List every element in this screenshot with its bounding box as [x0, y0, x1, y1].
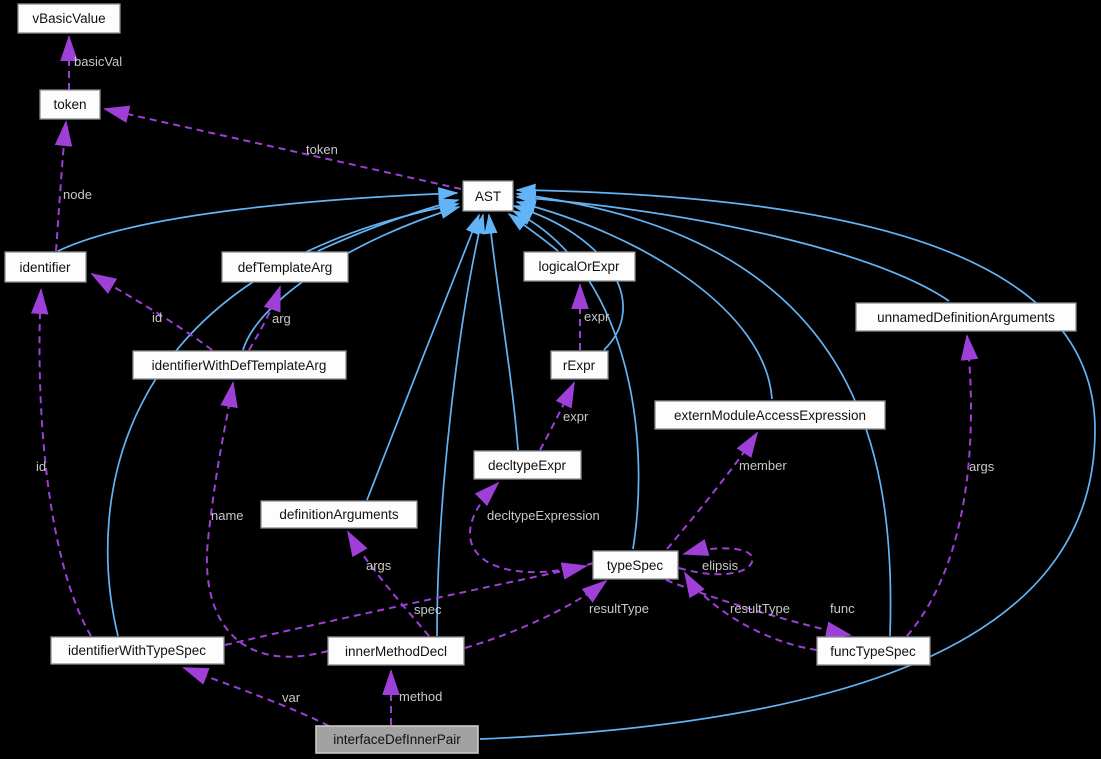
node-innermethoddecl[interactable]: innerMethodDecl — [327, 636, 465, 666]
node-identifierwithdeftemplatearg[interactable]: identifierWithDefTemplateArg — [132, 350, 347, 380]
node-label: decltypeExpr — [488, 458, 567, 473]
edge-arg — [248, 285, 281, 351]
node-ast[interactable]: AST — [462, 180, 514, 212]
node-label: innerMethodDecl — [345, 644, 447, 659]
node-externmoduleaccessexpression[interactable]: externModuleAccessExpression — [654, 400, 886, 430]
edge-label-token: token — [306, 142, 338, 157]
edge-identifierwithtypespec-ast — [106, 201, 460, 637]
edge-label-var: var — [282, 690, 301, 705]
edge-label-basicval: basicVal — [74, 54, 122, 69]
edge-args-right — [906, 334, 979, 637]
node-label: externModuleAccessExpression — [674, 408, 866, 423]
edge-label-func: func — [830, 601, 855, 616]
edge-label-member: member — [739, 458, 787, 473]
node-definitionarguments[interactable]: definitionArguments — [260, 500, 418, 529]
edge-resulttype-left — [464, 579, 608, 649]
edge-definitionarguments-ast — [366, 213, 480, 501]
node-label: identifierWithTypeSpec — [68, 643, 206, 658]
edge-interfacedefinnerpair-ast — [479, 183, 1096, 740]
edge-expr-lower — [539, 381, 575, 451]
node-token[interactable]: token — [39, 89, 101, 120]
node-deftemplatearg[interactable]: defTemplateArg — [221, 251, 349, 283]
node-functypespec[interactable]: funcTypeSpec — [816, 636, 931, 666]
node-label: unnamedDefinitionArguments — [877, 310, 1055, 325]
node-identifier[interactable]: identifier — [4, 251, 87, 283]
edge-label-spec: spec — [414, 602, 442, 617]
edge-functypespec-ast — [515, 189, 892, 637]
edge-label-resulttype-left: resultType — [589, 601, 649, 616]
edge-unnameddefinitionarguments-ast — [515, 191, 950, 302]
nodes: vBasicValue token AST identifier defTemp… — [4, 3, 1077, 754]
edge-label-args-right: args — [969, 459, 995, 474]
edge-decltypeexpression — [468, 481, 595, 574]
inheritance-edges — [57, 183, 1096, 740]
edge-spec — [224, 562, 588, 646]
node-typespec[interactable]: typeSpec — [592, 550, 679, 580]
node-label: identifierWithDefTemplateArg — [152, 358, 327, 373]
node-label: AST — [475, 189, 501, 204]
edge-decltypeexpr-ast — [484, 213, 519, 451]
node-interfacedefinnerpair[interactable]: interfaceDefInnerPair — [315, 725, 479, 754]
edge-id-upper — [90, 272, 213, 351]
node-label: rExpr — [563, 358, 596, 373]
edge-identifier-ast — [57, 187, 459, 252]
edge-func — [665, 579, 852, 639]
node-label: identifier — [19, 260, 71, 275]
edge-token — [103, 105, 462, 190]
edge-resulttype-right — [683, 571, 818, 651]
edge-node — [54, 120, 73, 252]
node-label: token — [53, 97, 86, 112]
edge-elipsis-self-loop — [678, 538, 754, 576]
edge-label-expr-upper: expr — [584, 309, 610, 324]
edge-label-arg: arg — [272, 311, 291, 326]
edge-label-elipsis: elipsis — [702, 558, 739, 573]
edge-args-mid — [346, 530, 430, 637]
edge-label-expr-lower: expr — [563, 409, 589, 424]
node-label: typeSpec — [607, 558, 664, 573]
edge-labels: basicVal node token id arg expr expr dec… — [36, 54, 995, 705]
edge-label-name: name — [211, 508, 244, 523]
edge-innermethoddecl-ast — [436, 213, 486, 637]
edge-member — [666, 431, 759, 550]
node-identifierwithtypespec[interactable]: identifierWithTypeSpec — [50, 636, 225, 665]
node-label: logicalOrExpr — [538, 259, 620, 274]
edge-label-node: node — [63, 187, 92, 202]
node-label: interfaceDefInnerPair — [333, 732, 461, 747]
node-vbasicvalue[interactable]: vBasicValue — [17, 3, 121, 34]
node-label: funcTypeSpec — [830, 644, 916, 659]
edge-name — [206, 381, 329, 658]
usage-edges — [30, 35, 979, 727]
edge-label-id-left: id — [36, 459, 46, 474]
edge-externmoduleaccessexpression-ast — [515, 200, 773, 400]
edge-label-decltypeexpression: decltypeExpression — [487, 508, 600, 523]
node-decltypeexpr[interactable]: decltypeExpr — [473, 450, 582, 480]
edge-id-left — [30, 288, 92, 637]
node-unnameddefinitionarguments[interactable]: unnamedDefinitionArguments — [855, 302, 1077, 332]
edge-typespec-ast — [511, 210, 640, 550]
edge-label-id-upper: id — [152, 310, 162, 325]
node-label: defTemplateArg — [238, 260, 333, 275]
edge-label-method: method — [399, 689, 442, 704]
node-label: definitionArguments — [279, 507, 399, 522]
edge-var — [182, 667, 330, 727]
edge-label-resulttype-right: resultType — [730, 601, 790, 616]
node-label: vBasicValue — [32, 11, 105, 26]
node-rexpr[interactable]: rExpr — [550, 350, 609, 380]
node-logicalorexpr[interactable]: logicalOrExpr — [523, 251, 636, 282]
edge-label-args-mid: args — [366, 558, 392, 573]
